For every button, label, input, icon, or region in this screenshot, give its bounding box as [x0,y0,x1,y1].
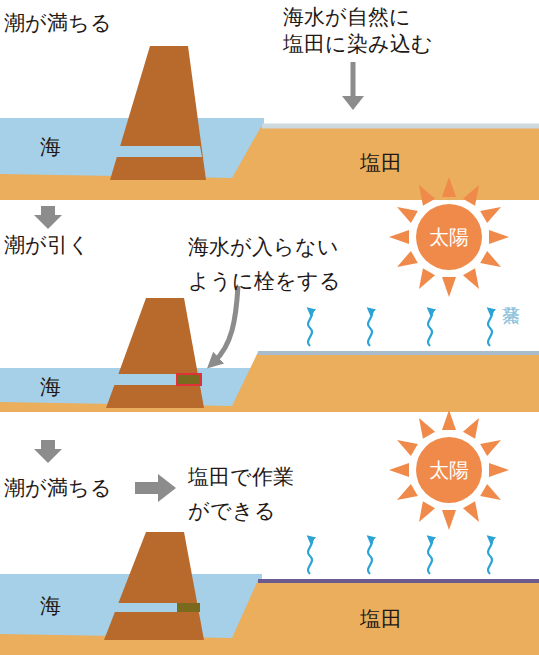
sun-circle: 太陽 [416,204,482,270]
field-label: 塩田 [360,150,440,177]
panel-work [0,410,539,655]
step-arrow [34,206,62,229]
plug [177,603,200,612]
field-surface [262,124,539,129]
result-text: 塩田で作業 ができる [188,460,338,528]
field-label: 塩田 [360,606,440,633]
evaporation-arrows [308,310,492,346]
sun-label: 太陽 [429,459,469,481]
step-label: 潮が満ちる [4,10,144,37]
field-surface [258,351,539,355]
plug [177,374,201,385]
dam [110,46,206,180]
sun-circle: 太陽 [416,437,482,503]
sun-label: 太陽 [429,226,469,248]
callout-text: 海水が入らない ように栓をする [188,230,378,298]
step-label: 潮が引く [4,232,144,259]
dam [104,532,204,640]
ground [0,580,539,655]
ground [0,352,539,412]
field-surface [258,579,539,583]
step-arrow [34,440,62,463]
sluice-pipe [111,374,201,385]
sun-rays [389,177,509,297]
sea-label: 海 [40,374,80,401]
sea-label: 海 [40,593,80,620]
ground [0,125,539,200]
step-label: 潮が満ちる [4,475,144,502]
sun-rays [389,410,509,530]
panel-low-tide [0,177,539,412]
sea-label: 海 [40,134,80,161]
callout-arrow [214,286,238,362]
evaporation-arrows [308,538,492,574]
dam [106,298,204,408]
sluice-pipe [116,146,202,157]
right-arrow [135,474,176,502]
callout-text: 海水が自然に 塩田に染み込む [283,4,473,58]
down-arrow [351,62,356,98]
sluice-pipe [111,603,201,612]
down-arrowhead [342,96,364,110]
panel-high-tide [0,46,539,200]
